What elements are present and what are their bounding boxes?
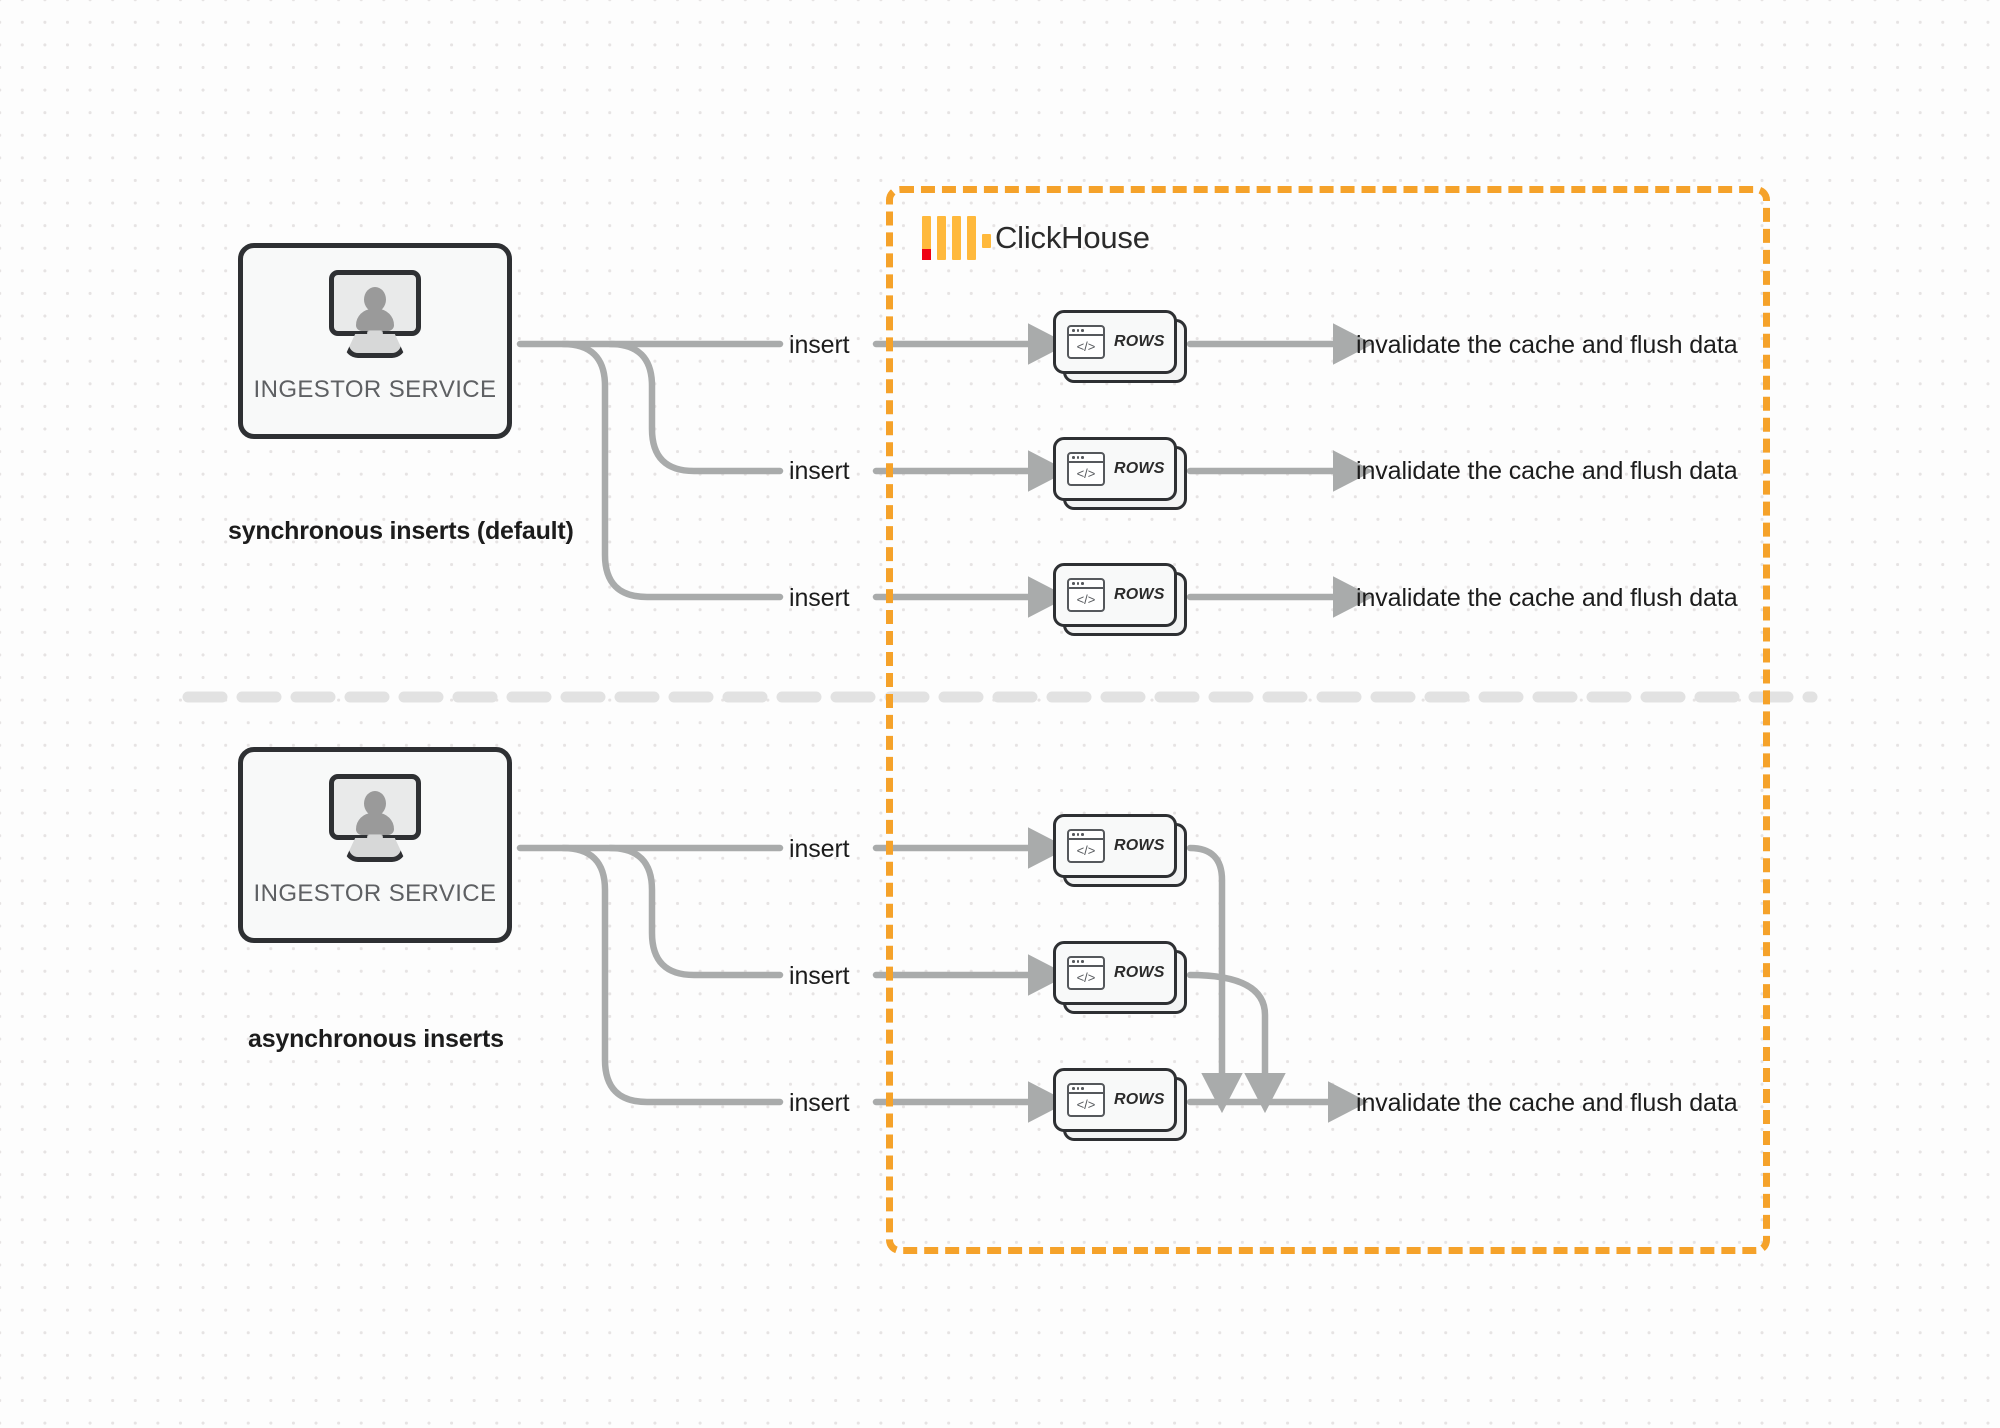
insert-label-async-2: insert	[789, 962, 850, 990]
monitor-user-icon	[326, 270, 424, 360]
section-caption-async: asynchronous inserts	[248, 1025, 504, 1053]
outcome-label-async-merged: invalidate the cache and flush data	[1356, 1089, 1738, 1117]
rows-label-sync-2: ROWS	[1114, 460, 1165, 477]
rows-label-sync-1: ROWS	[1114, 333, 1165, 350]
code-window-icon: </>	[1067, 325, 1105, 359]
ingestor-service-node-sync[interactable]: INGESTOR SERVICE	[238, 243, 512, 439]
ingestor-service-label-sync: INGESTOR SERVICE	[253, 376, 497, 403]
code-window-icon: </>	[1067, 452, 1105, 486]
rows-label-async-1: ROWS	[1114, 837, 1165, 854]
ingestor-service-node-async[interactable]: INGESTOR SERVICE	[238, 747, 512, 943]
rows-card-sync-2[interactable]: </> ROWS	[1053, 437, 1187, 510]
async-wire-branch-3	[559, 844, 784, 1106]
insert-label-sync-3: insert	[789, 584, 850, 612]
outcome-label-sync-1: invalidate the cache and flush data	[1356, 331, 1738, 359]
insert-label-sync-1: insert	[789, 331, 850, 359]
section-caption-sync: synchronous inserts (default)	[228, 517, 574, 545]
sync-wire-branch-2	[606, 340, 784, 475]
rows-label-async-2: ROWS	[1114, 964, 1165, 981]
async-wire-branch-2	[606, 844, 784, 979]
code-window-icon: </>	[1067, 578, 1105, 612]
clickhouse-header: ClickHouse	[922, 216, 1150, 260]
code-window-icon: </>	[1067, 1083, 1105, 1117]
code-window-icon: </>	[1067, 829, 1105, 863]
clickhouse-logo	[922, 216, 991, 260]
sync-wire-branch-3	[559, 340, 784, 601]
insert-label-sync-2: insert	[789, 457, 850, 485]
rows-card-sync-3[interactable]: </> ROWS	[1053, 563, 1187, 636]
insert-label-async-3: insert	[789, 1089, 850, 1117]
ingestor-service-label-async: INGESTOR SERVICE	[253, 880, 497, 907]
rows-label-sync-3: ROWS	[1114, 586, 1165, 603]
outcome-label-sync-2: invalidate the cache and flush data	[1356, 457, 1738, 485]
rows-card-async-3[interactable]: </> ROWS	[1053, 1068, 1187, 1141]
rows-label-async-3: ROWS	[1114, 1091, 1165, 1108]
monitor-user-icon	[326, 774, 424, 864]
outcome-label-sync-3: invalidate the cache and flush data	[1356, 584, 1738, 612]
rows-card-sync-1[interactable]: </> ROWS	[1053, 310, 1187, 383]
code-window-icon: </>	[1067, 956, 1105, 990]
insert-label-async-1: insert	[789, 835, 850, 863]
rows-card-async-1[interactable]: </> ROWS	[1053, 814, 1187, 887]
clickhouse-boundary	[886, 186, 1770, 1254]
clickhouse-label: ClickHouse	[995, 220, 1150, 255]
rows-card-async-2[interactable]: </> ROWS	[1053, 941, 1187, 1014]
